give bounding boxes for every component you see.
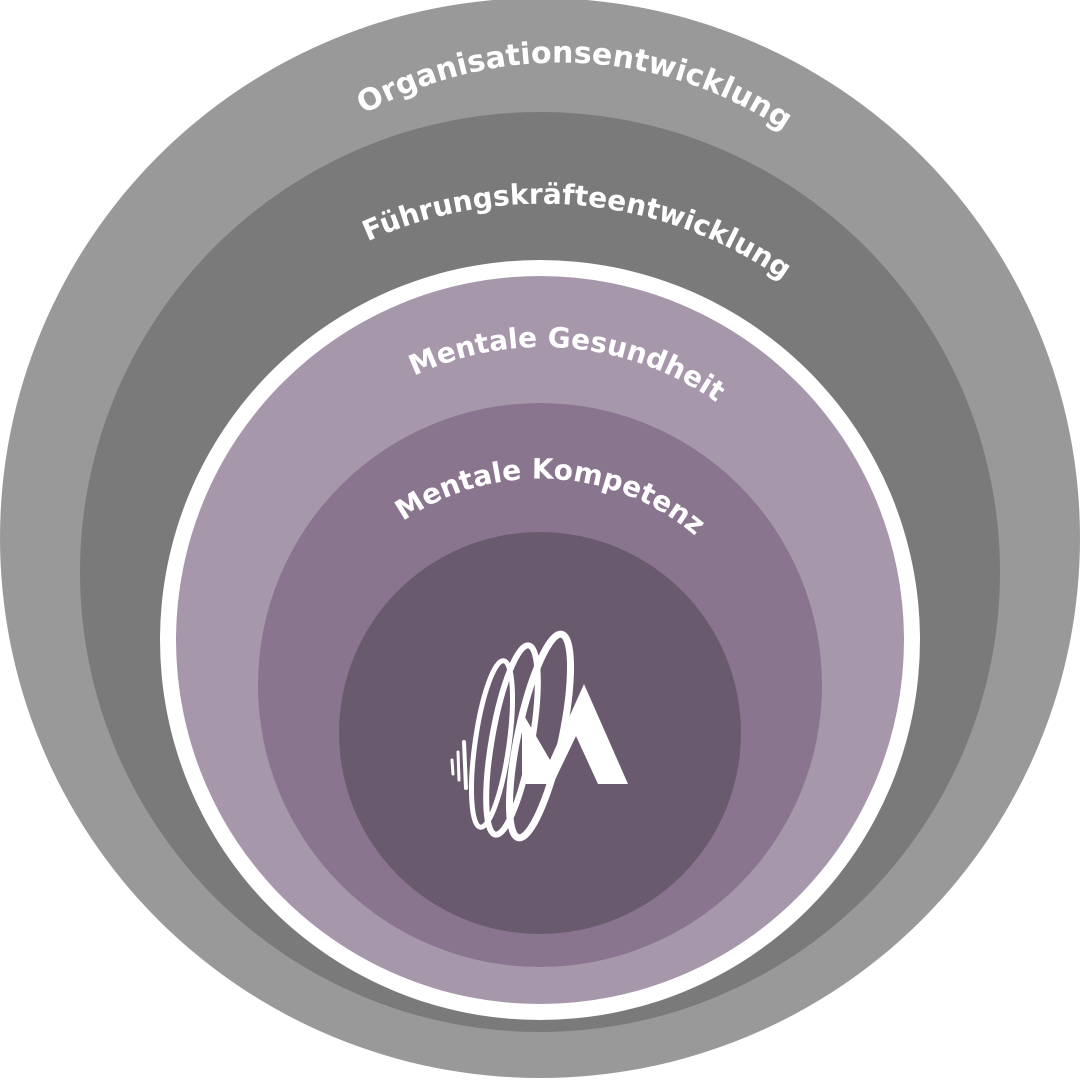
m-logo-icon [450,630,628,842]
layer-kern-circle [339,532,741,934]
logo-swirl-inner [469,658,515,830]
logo-stroke-3 [450,758,455,776]
logo-stroke-2 [456,750,461,782]
logo-m-letter [522,684,628,784]
logo-stroke-1 [462,740,468,790]
